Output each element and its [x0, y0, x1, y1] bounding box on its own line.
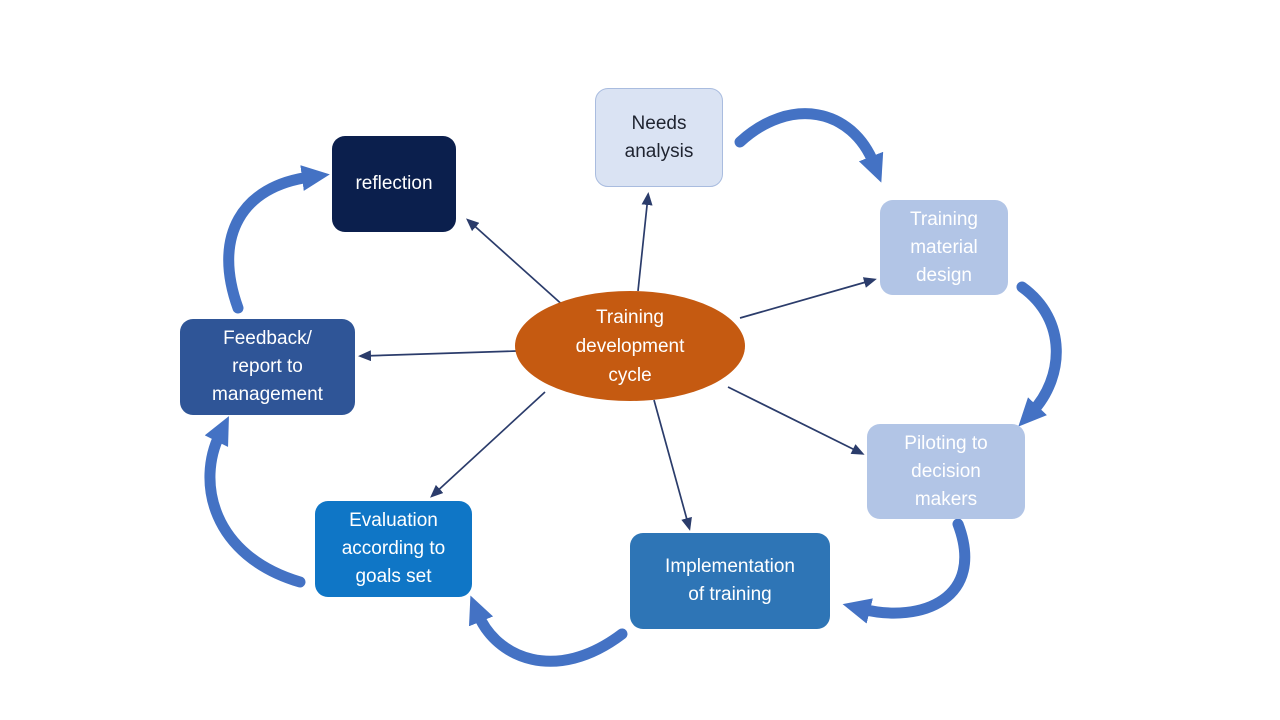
- arrow-training-material-design-to-piloting: [1016, 281, 1062, 427]
- spoke-center-to-feedback: [358, 350, 518, 362]
- arrow-needs-analysis-to-training-material-design: [734, 108, 884, 183]
- arrow-evaluation-to-feedback: [204, 416, 306, 588]
- node-reflection: reflection: [332, 136, 456, 232]
- arrow-piloting-to-implementation: [842, 518, 971, 624]
- spoke-center-to-training-material-design: [739, 277, 877, 319]
- node-training-material-design: Training material design: [880, 200, 1008, 295]
- center-ellipse-training-development-cycle: Training development cycle: [515, 291, 745, 401]
- node-feedback-report-to-management: Feedback/ report to management: [180, 319, 355, 415]
- spoke-center-to-reflection: [466, 218, 567, 309]
- arrow-implementation-to-evaluation: [469, 595, 628, 667]
- node-piloting-to-decision-makers: Piloting to decision makers: [867, 424, 1025, 519]
- arrow-feedback-to-reflection: [223, 165, 330, 314]
- node-evaluation-according-to-goals-set: Evaluation according to goals set: [315, 501, 472, 597]
- spoke-center-to-needs-analysis: [637, 192, 653, 292]
- spoke-center-to-piloting: [727, 386, 865, 455]
- spoke-center-to-evaluation: [430, 391, 546, 498]
- spoke-center-to-implementation: [653, 399, 692, 531]
- node-needs-analysis: Needs analysis: [595, 88, 723, 187]
- node-implementation-of-training: Implementation of training: [630, 533, 830, 629]
